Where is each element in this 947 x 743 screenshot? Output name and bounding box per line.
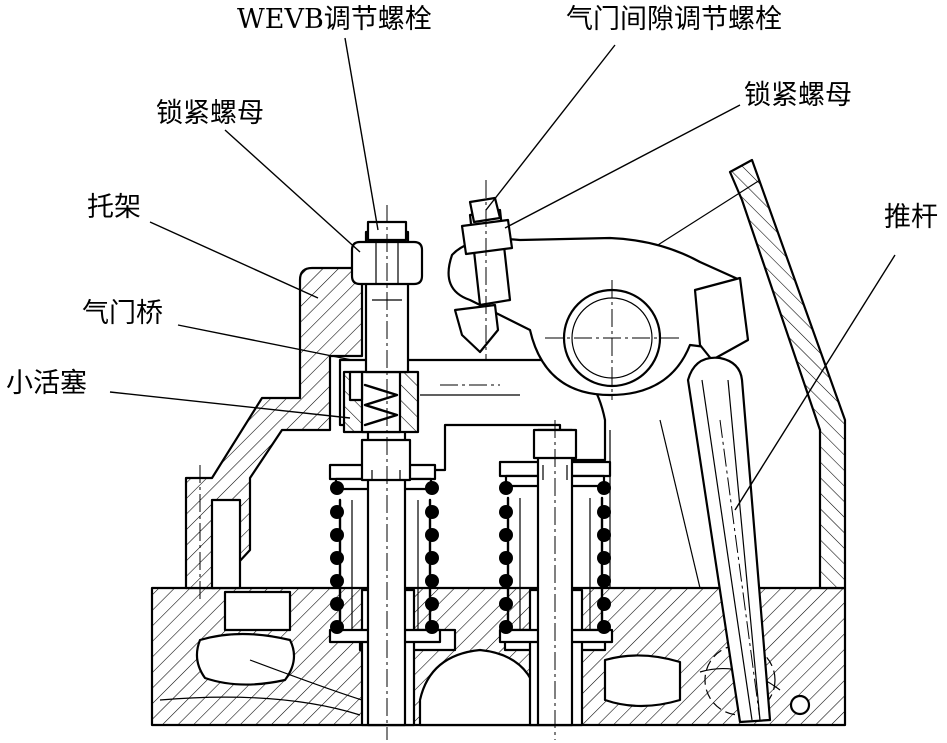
label-locknut-left: 锁紧螺母 xyxy=(156,98,264,129)
left-valve-stem xyxy=(360,418,412,727)
label-small-piston: 小活塞 xyxy=(6,368,87,399)
label-bracket: 托架 xyxy=(87,192,141,223)
left-spring-coils xyxy=(330,481,439,634)
leader-lines xyxy=(109,37,896,511)
pushrod xyxy=(686,276,772,724)
label-pushrod: 推杆 xyxy=(884,202,938,233)
rocker-housing xyxy=(609,158,847,590)
lash-lock-nut xyxy=(460,218,514,256)
label-wevb-adjust-bolt: WEVB调节螺栓 xyxy=(237,4,432,35)
label-lash-adjust-bolt: 气门间隙调节螺栓 xyxy=(566,4,782,35)
label-valve-bridge: 气门桥 xyxy=(82,298,163,329)
right-spring-coils xyxy=(499,481,611,634)
label-locknut-right: 锁紧螺母 xyxy=(744,80,852,111)
bracket-body xyxy=(184,266,364,590)
centerlines xyxy=(199,180,761,740)
small-piston xyxy=(342,370,420,434)
